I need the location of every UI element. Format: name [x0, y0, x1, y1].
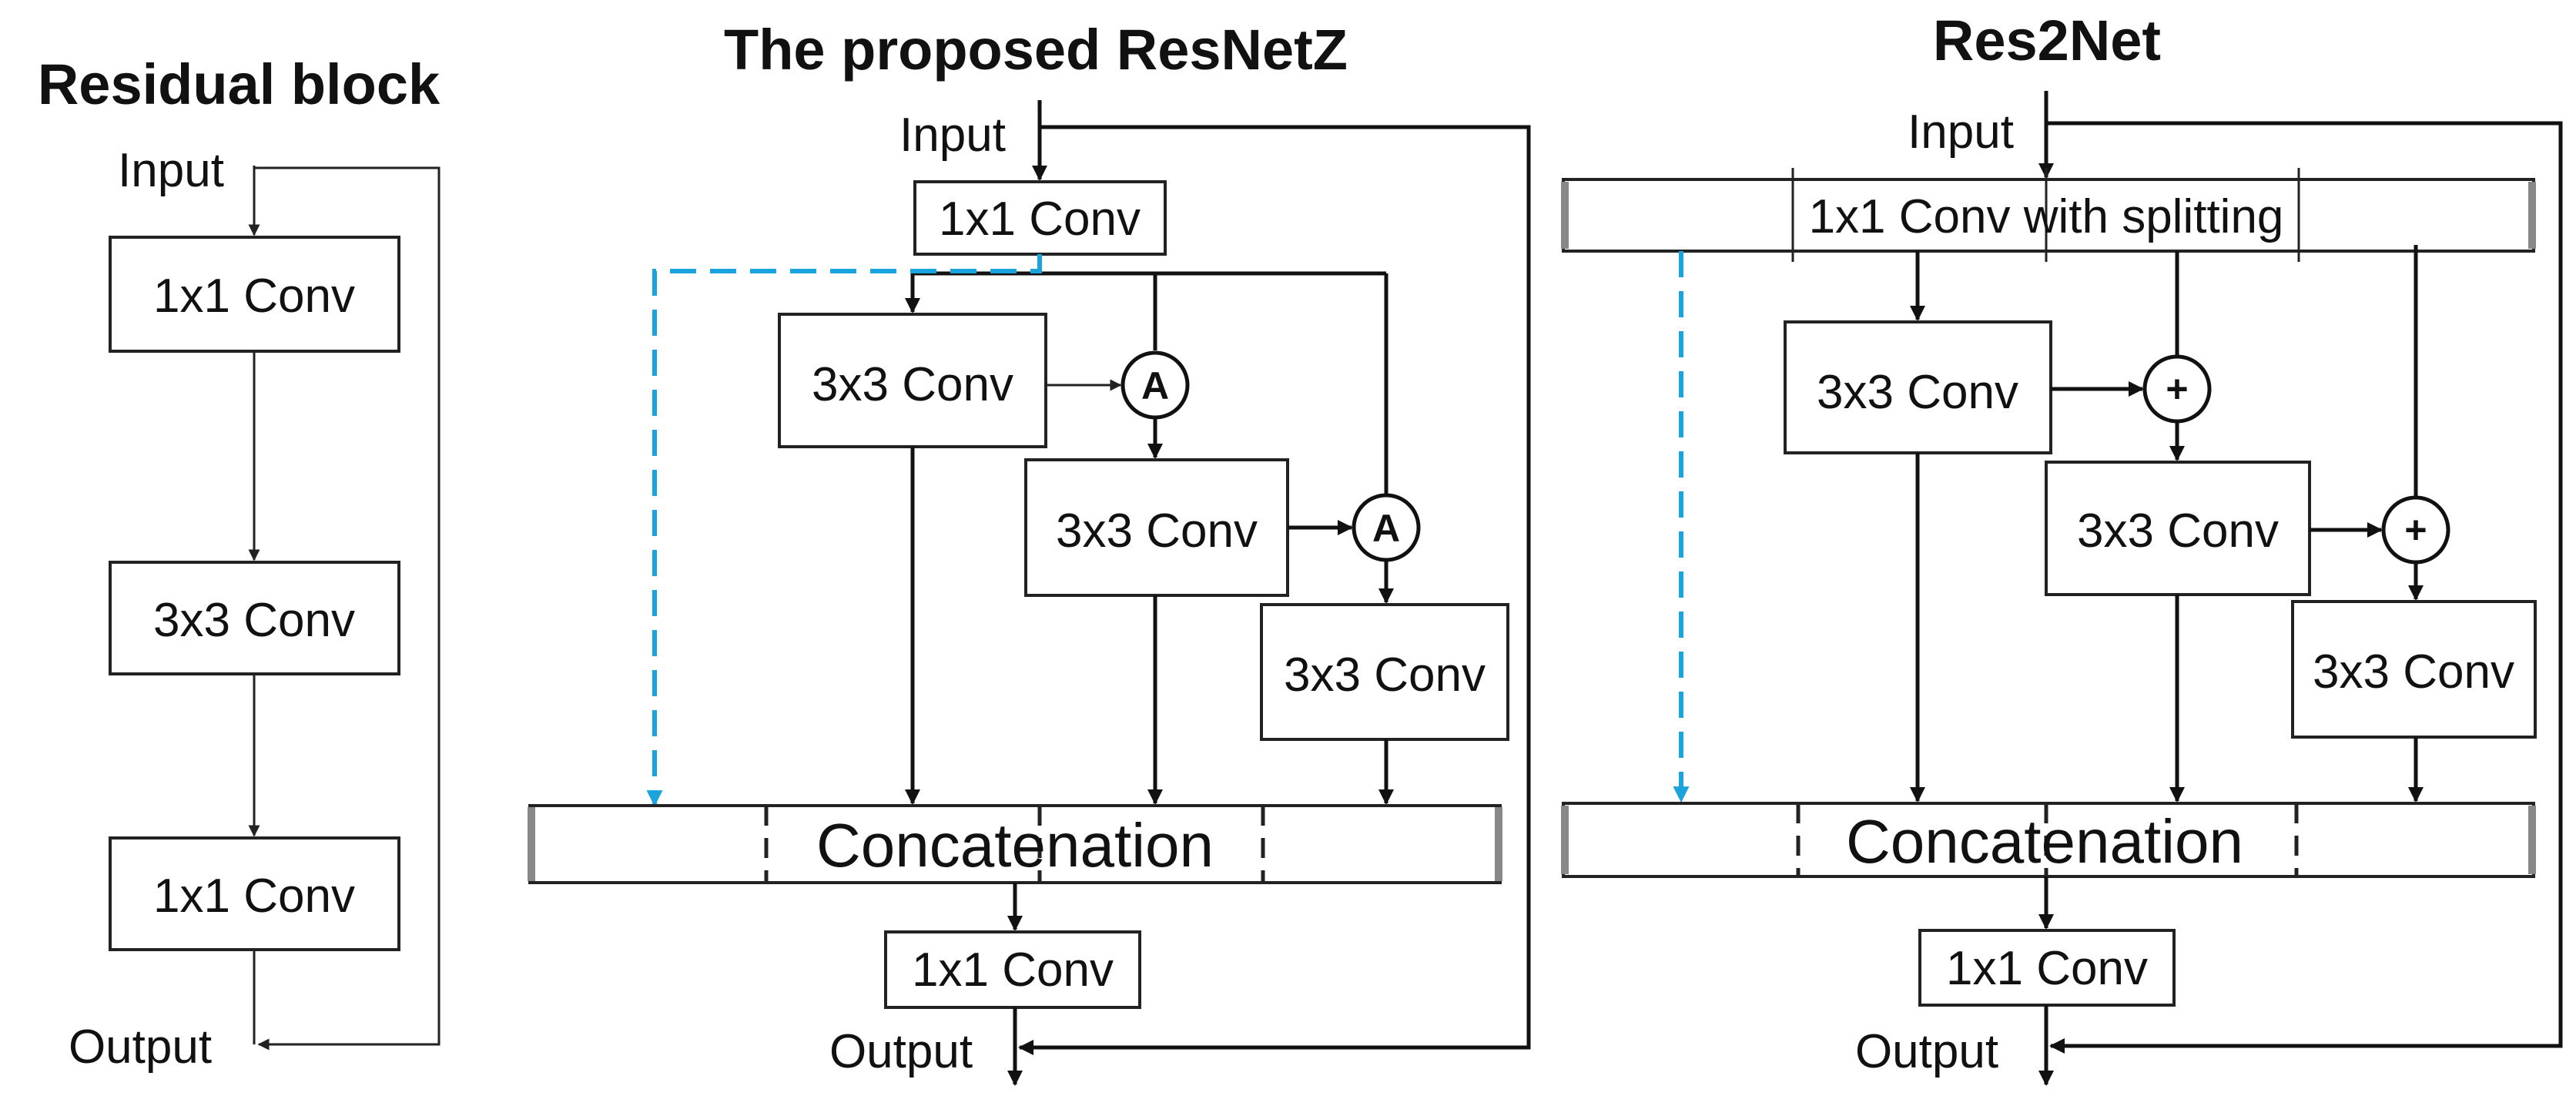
res2net-conv-out-box: [1918, 929, 2176, 1007]
resnetz-op2-label: A: [1372, 507, 1400, 550]
resnetz-conv-a-label: 3x3 Conv: [812, 358, 1013, 411]
residual-conv3-label: 1x1 Conv: [153, 870, 355, 923]
res2net-conv-c-label: 3x3 Conv: [2313, 645, 2514, 699]
residual-skip-connection: [254, 166, 440, 1051]
resnetz-conv-in-label: 1x1 Conv: [939, 193, 1141, 246]
res2net-conv-split-box: [1562, 178, 2535, 253]
resnetz-output-label: Output: [829, 1025, 973, 1078]
res2net-conv-split-label: 1x1 Conv with splitting: [1809, 190, 2284, 243]
residual-output-label: Output: [69, 1021, 212, 1074]
residual-block-panel: Residual block Input 1x1 Conv 3x3 Conv 1…: [38, 52, 440, 1074]
resnetz-conv-b-label: 3x3 Conv: [1056, 504, 1258, 558]
res2net-concat-box: [1562, 802, 2535, 878]
resnetz-skip-connection: [1018, 125, 1531, 1055]
resnetz-concat-label: Concatenation: [816, 811, 1214, 880]
resnetz-conv-c-box: [1260, 603, 1509, 741]
resnetz-conv-b-box: [1024, 458, 1289, 597]
residual-conv2-label: 3x3 Conv: [153, 594, 355, 647]
residual-title: Residual block: [38, 52, 440, 116]
resnetz-title: The proposed ResNetZ: [724, 18, 1348, 82]
res2net-op1-label: +: [2166, 367, 2188, 411]
residual-conv2-box: [109, 561, 400, 675]
resnetz-op1-label: A: [1141, 364, 1169, 407]
res2net-skip-connection: [2046, 121, 2563, 1054]
res2net-conv-a-label: 3x3 Conv: [1817, 366, 2018, 419]
res2net-conv-a-box: [1784, 320, 2052, 454]
resnetz-conv-c-label: 3x3 Conv: [1284, 649, 1486, 702]
res2net-conv-out-label: 1x1 Conv: [1946, 942, 2148, 995]
residual-input-label: Input: [118, 144, 224, 197]
res2net-panel: Res2Net Input 1x1 Conv with splitting 3x…: [1561, 8, 2563, 1086]
res2net-op2-label: +: [2404, 508, 2427, 551]
resnetz-conv-out-box: [884, 930, 1141, 1009]
res2net-conv-b-label: 3x3 Conv: [2077, 504, 2279, 558]
resnetz-input-label: Input: [899, 109, 1006, 162]
res2net-input-label: Input: [1908, 106, 2014, 159]
res2net-concat-label: Concatenation: [1846, 807, 2243, 876]
resnetz-identity-dashed-path: [646, 254, 1042, 807]
res2net-conv-b-box: [2045, 461, 2311, 596]
resnetz-panel: The proposed ResNetZ Input 1x1 Conv 3x3 …: [528, 18, 1531, 1086]
residual-conv1-label: 1x1 Conv: [153, 270, 355, 323]
res2net-title: Res2Net: [1933, 8, 2161, 72]
res2net-output-label: Output: [1855, 1025, 1998, 1078]
resnetz-conv-a-box: [778, 313, 1047, 448]
residual-conv3-box: [109, 836, 400, 951]
resnetz-conv-out-label: 1x1 Conv: [912, 943, 1114, 997]
